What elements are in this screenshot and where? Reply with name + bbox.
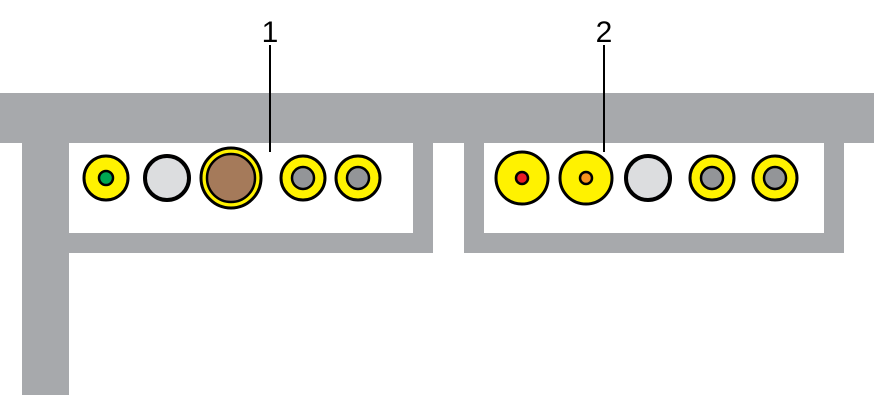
callout-2-label: 2: [596, 16, 613, 49]
group-2-connector-2: [558, 150, 614, 206]
frame-top-bar: [0, 93, 874, 143]
tray-2-left-wall: [464, 143, 484, 253]
gray-disc-icon: [345, 165, 371, 191]
red-dot-icon: [514, 170, 530, 186]
green-dot-icon: [97, 169, 115, 187]
gray-disc-icon: [762, 165, 788, 191]
gray-disc-icon: [290, 165, 316, 191]
group-1-connector-3: [199, 146, 263, 210]
light-gray-disc-icon: [624, 154, 672, 202]
callout-1-label: 1: [262, 16, 279, 49]
group-2-connector-1: [494, 150, 550, 206]
group-1-connector-4: [279, 154, 327, 202]
connector-group-2: [494, 150, 799, 206]
frame: [0, 93, 874, 395]
group-1-connector-1: [82, 154, 130, 202]
tray-2-right-wall: [824, 143, 844, 253]
tray-2-bottom: [464, 233, 844, 253]
group-2-connector-3: [624, 154, 672, 202]
tray-1-right-wall: [413, 143, 433, 253]
group-2-connector-5: [751, 154, 799, 202]
light-gray-disc-icon: [143, 154, 191, 202]
tray-1-bottom: [69, 233, 433, 253]
frame-left-post: [22, 143, 69, 395]
group-1-connector-2: [143, 154, 191, 202]
brown-disc-icon: [205, 152, 257, 204]
orange-dot-icon: [578, 170, 594, 186]
group-1-connector-5: [334, 154, 382, 202]
group-2-connector-4: [688, 154, 736, 202]
connector-group-1: [82, 146, 382, 210]
gray-disc-icon: [699, 165, 725, 191]
